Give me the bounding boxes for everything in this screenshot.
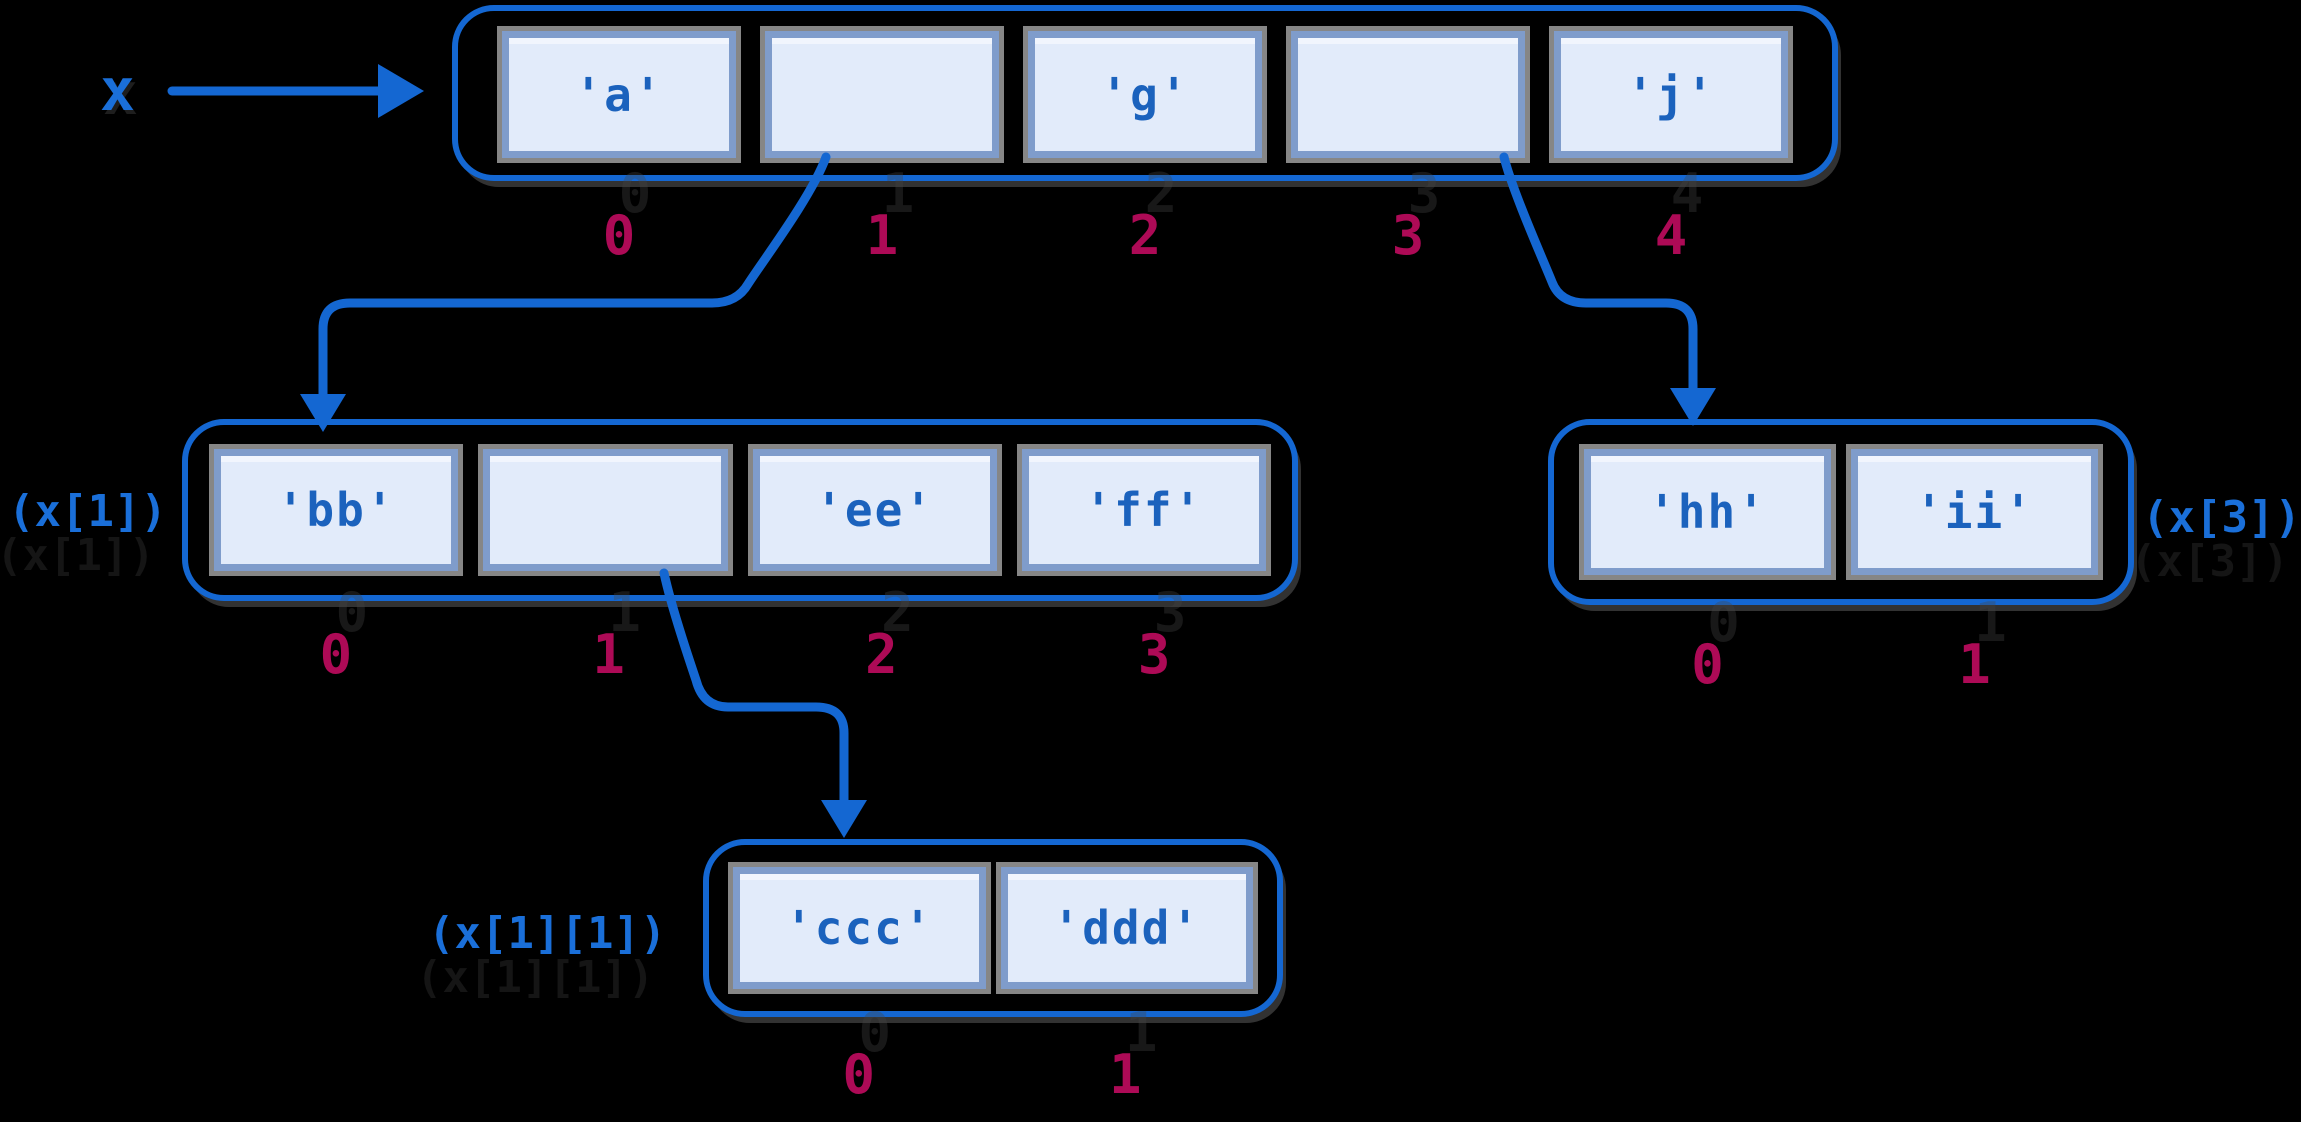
cell-value: 'ee' <box>815 483 935 537</box>
list-x3: 'hh' 'ii' <box>1548 419 2134 605</box>
variable-x-label: x <box>100 56 135 124</box>
cell-value: 'j' <box>1626 67 1716 122</box>
list-cell: 'ee' <box>752 449 997 571</box>
pointer-arrow-top3-to-x3 <box>1499 152 1716 426</box>
index-label: 1 <box>592 623 625 686</box>
cell-value: 'g' <box>1100 67 1190 122</box>
list-cell: 'ddd' <box>1000 867 1253 989</box>
pointer-arrow-top1-to-x1 <box>300 152 831 432</box>
sublist-x3-label: (x[3]) <box>2142 492 2301 543</box>
list-cell <box>765 31 999 158</box>
list-cell: 'ccc' <box>733 867 986 989</box>
cell-value: 'ddd' <box>1052 901 1201 955</box>
cell-value: 'ccc' <box>785 901 934 955</box>
cell-value: 'ff' <box>1084 483 1204 537</box>
index-label: 0 <box>319 623 353 686</box>
list-cell: 'j' <box>1554 31 1788 158</box>
index-label: 0 <box>842 1043 875 1106</box>
list-cell: 'hh' <box>1584 449 1831 575</box>
list-x1: 'bb' 'ee' 'ff' <box>182 419 1298 601</box>
index-label: 4 <box>1654 204 1688 267</box>
cell-value: 'a' <box>574 67 664 122</box>
index-label: 2 <box>1128 204 1162 267</box>
index-label: 2 <box>865 623 898 686</box>
list-top: 'a' 'g' 'j' <box>452 5 1838 181</box>
list-cell <box>483 449 728 571</box>
cell-value: 'hh' <box>1648 485 1767 539</box>
index-label: 3 <box>1137 623 1171 686</box>
index-row-x1: 0 1 2 3 <box>212 623 1278 686</box>
index-label: 0 <box>602 204 636 267</box>
x-variable-arrow <box>167 64 424 118</box>
index-label: 0 <box>1691 633 1724 696</box>
list-cell: 'a' <box>502 31 736 158</box>
cell-value: 'ii' <box>1915 485 2034 539</box>
cell-value: 'bb' <box>276 483 396 537</box>
index-label: 1 <box>865 204 899 267</box>
index-row-x3: 0 1 <box>1584 633 2098 696</box>
sublist-x1-label: (x[1]) <box>8 486 167 537</box>
list-cell: 'ii' <box>1851 449 2098 575</box>
list-x11: 'ccc' 'ddd' <box>703 839 1283 1017</box>
index-row-top: 0 1 2 3 4 <box>502 204 1788 267</box>
list-cell <box>1291 31 1525 158</box>
list-cell: 'bb' <box>214 449 459 571</box>
list-cell: 'g' <box>1028 31 1262 158</box>
list-cell: 'ff' <box>1021 449 1266 571</box>
index-label: 3 <box>1391 204 1425 267</box>
pointer-arrow-x1cell1-to-x11 <box>659 568 867 838</box>
sublist-x11-label: (x[1][1]) <box>428 908 667 959</box>
index-row-x11: 0 1 <box>733 1043 1251 1106</box>
index-label: 1 <box>1108 1043 1142 1106</box>
index-label: 1 <box>1958 633 1991 696</box>
